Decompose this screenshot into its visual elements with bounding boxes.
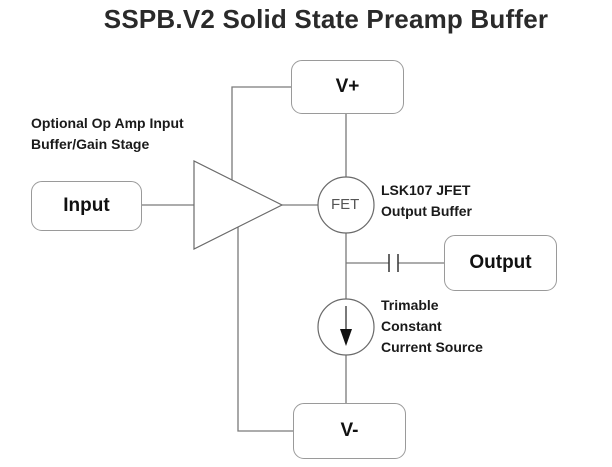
ccs-annotation-line2: Constant [381,318,442,334]
opamp-annotation: Optional Op Amp Input Buffer/Gain Stage [31,113,184,155]
fet-annotation: LSK107 JFET Output Buffer [381,180,472,222]
input-label: Input [63,195,110,216]
ccs-annotation-line3: Current Source [381,339,483,355]
v-minus-label: V- [340,420,359,441]
fet-circle [317,176,375,234]
input-block: Input [31,181,142,231]
v-plus-block: V+ [291,60,404,114]
output-block: Output [444,235,557,291]
v-plus-label: V+ [335,76,360,97]
ccs-annotation-line1: Trimable [381,297,439,313]
diagram-title: SSPB.V2 Solid State Preamp Buffer [103,4,549,34]
fet-annotation-line2: Output Buffer [381,203,472,219]
wire-vplus-opamp [231,86,292,182]
opamp-annotation-line1: Optional Op Amp Input [31,115,184,131]
fet-label: FET [331,196,360,213]
v-minus-block: V- [293,403,406,459]
wire-opamp-vminus [237,227,293,432]
opamp-annotation-line2: Buffer/Gain Stage [31,136,150,152]
fet-annotation-line1: LSK107 JFET [381,182,471,198]
ccs-annotation: Trimable Constant Current Source [381,295,483,358]
output-label: Output [469,252,532,273]
opamp-triangle-icon [193,160,284,250]
current-arrow-head-icon [340,329,352,346]
